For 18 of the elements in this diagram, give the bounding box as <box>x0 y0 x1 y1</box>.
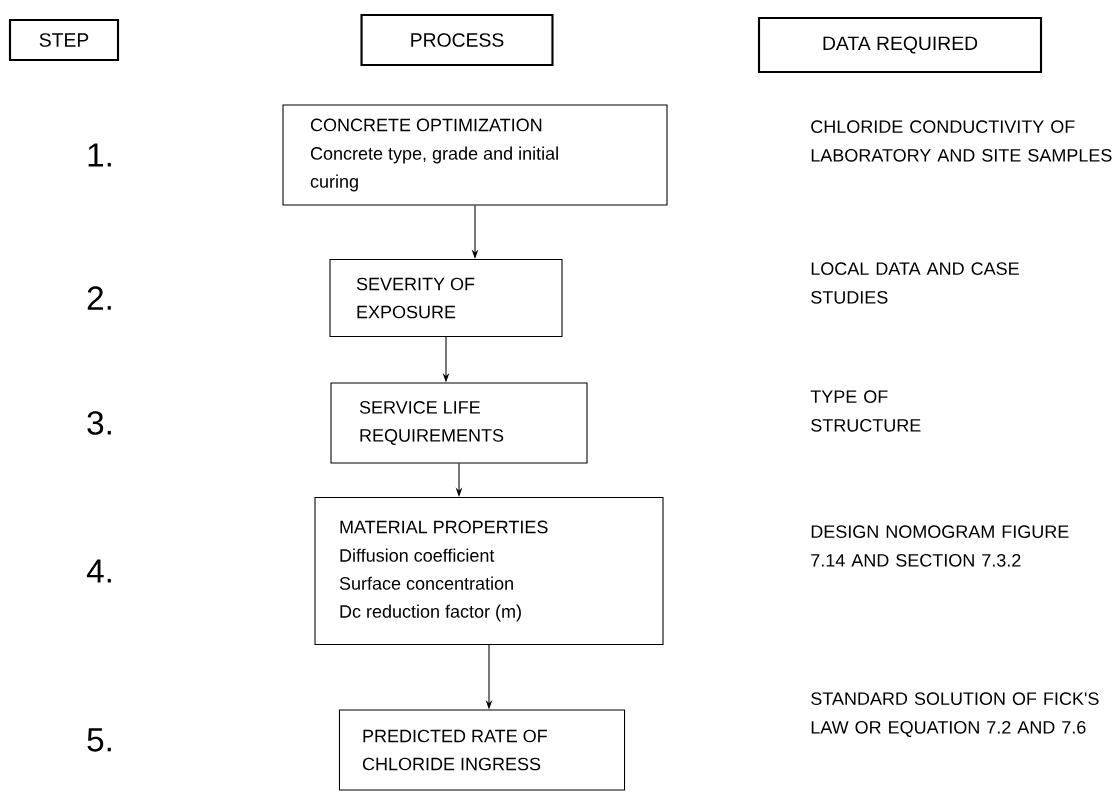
step-number: 5. <box>87 728 111 752</box>
step-number: 3. <box>87 411 111 435</box>
step-number: 1. <box>88 143 111 167</box>
data-text: TYPE OF STRUCTURE <box>810 390 921 432</box>
step-number: 2. <box>87 286 111 310</box>
process-box: SEVERITY OF EXPOSURE <box>329 258 563 338</box>
data-text: DESIGN NOMOGRAM FIGURE 7.14 AND SECTION 7.3.2 <box>811 525 1069 567</box>
process-box: MATERIAL PROPERTIES Diffusion coefficient Surface concentration Dc reduction factor (m) <box>314 497 664 645</box>
data-text: CHLORIDE CONDUCTIVITY OF LABORATORY AND SITE SAMPLES <box>811 120 1112 162</box>
process-box: PREDICTED RATE OF CHLORIDE INGRESS <box>338 709 626 791</box>
process-box: SERVICE LIFE REQUIREMENTS <box>330 382 588 464</box>
column-header-box: DATA REQUIRED <box>757 16 1043 74</box>
step-number: 4. <box>86 559 111 583</box>
data-text: LOCAL DATA AND CASE STUDIES <box>811 262 1019 304</box>
column-header-box: PROCESS <box>360 13 554 67</box>
data-text: STANDARD SOLUTION OF FICK'S LAW OR EQUATION 7.2 AND 7.6 <box>811 692 1099 737</box>
column-header-box: STEP <box>8 18 120 62</box>
process-box: CONCRETE OPTIMIZATION Concrete type, grade and initial curing <box>282 104 668 206</box>
